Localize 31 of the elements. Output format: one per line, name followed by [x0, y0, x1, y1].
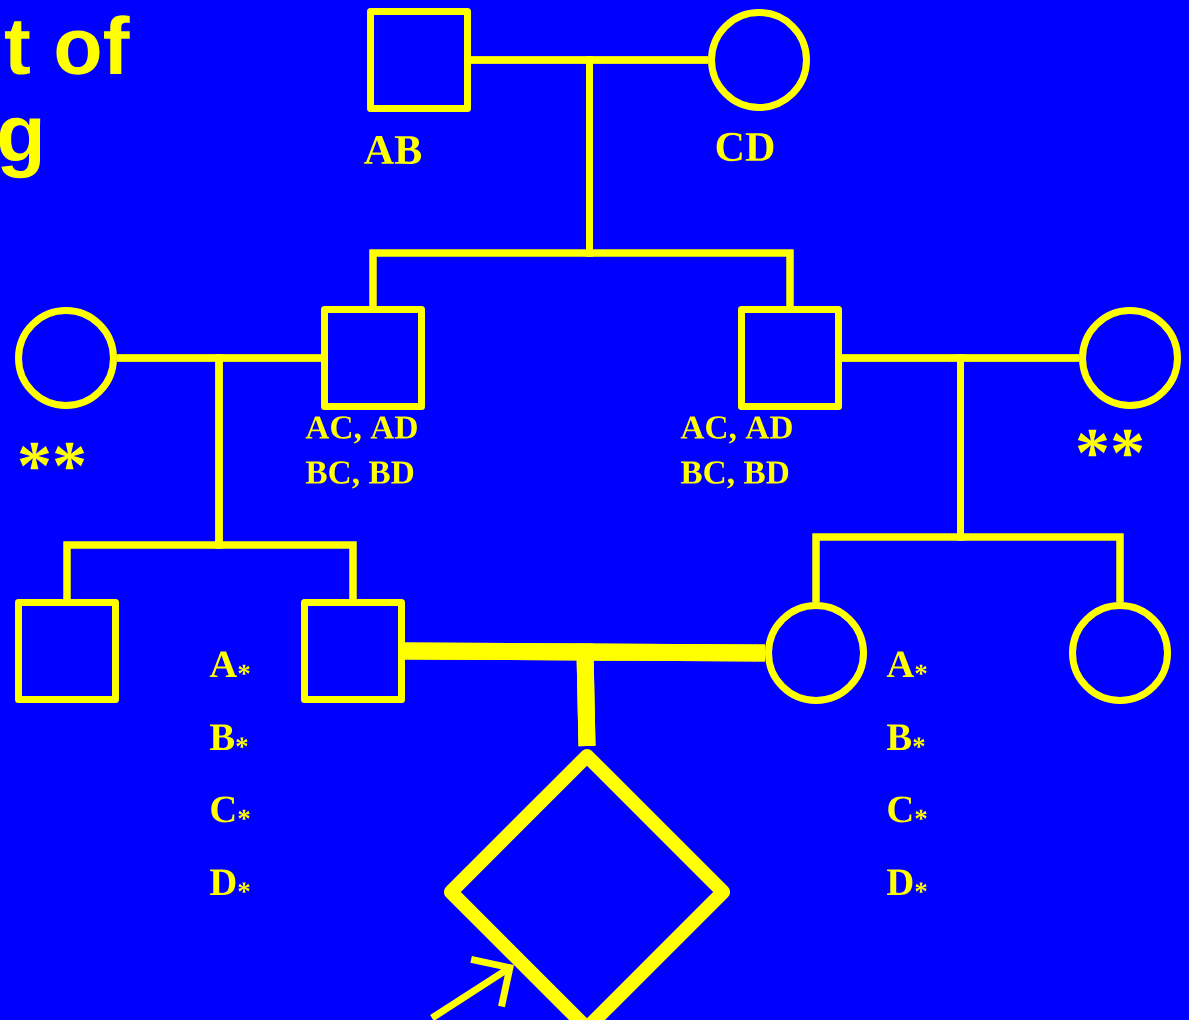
- genotype-label: A$_{*}$: [886, 651, 927, 678]
- unknown-sex-diamond: [443, 748, 731, 1020]
- male-square: [301, 599, 405, 703]
- genotype-label: BC, BD: [305, 461, 414, 489]
- female-circle: [1079, 307, 1181, 409]
- genotype-label: **: [19, 442, 85, 470]
- descent-line: [215, 354, 357, 599]
- genotype-label: AC, AD: [680, 416, 792, 444]
- genotype-label: C$_{*}$: [888, 796, 927, 823]
- male-square: [321, 306, 425, 410]
- genotype-label: B$_{*}$: [887, 724, 925, 751]
- genotype-label: D$_{*}$: [210, 869, 250, 895]
- male-square: [738, 306, 842, 410]
- genotype-label: CD: [716, 132, 774, 162]
- female-circle: [708, 9, 810, 111]
- genotype-label: B$_{*}$: [210, 724, 248, 751]
- descent-line: [576, 643, 766, 747]
- genotype-label: AC, AD: [305, 416, 417, 444]
- genotype-label: D$_{*}$: [887, 869, 927, 895]
- female-circle: [1069, 602, 1171, 704]
- female-circle: [15, 307, 117, 409]
- genotype-label: AB: [364, 136, 422, 164]
- genotype-label: A$_{*}$: [209, 651, 250, 678]
- genotype-label: **: [1077, 429, 1143, 457]
- genotype-label: BC, BD: [680, 461, 789, 489]
- title-text: t of: [4, 15, 130, 75]
- genotype-label: C$_{*}$: [211, 796, 250, 823]
- male-square: [367, 8, 471, 112]
- title-text: g: [0, 117, 41, 179]
- male-square: [15, 599, 119, 703]
- female-circle: [765, 602, 867, 704]
